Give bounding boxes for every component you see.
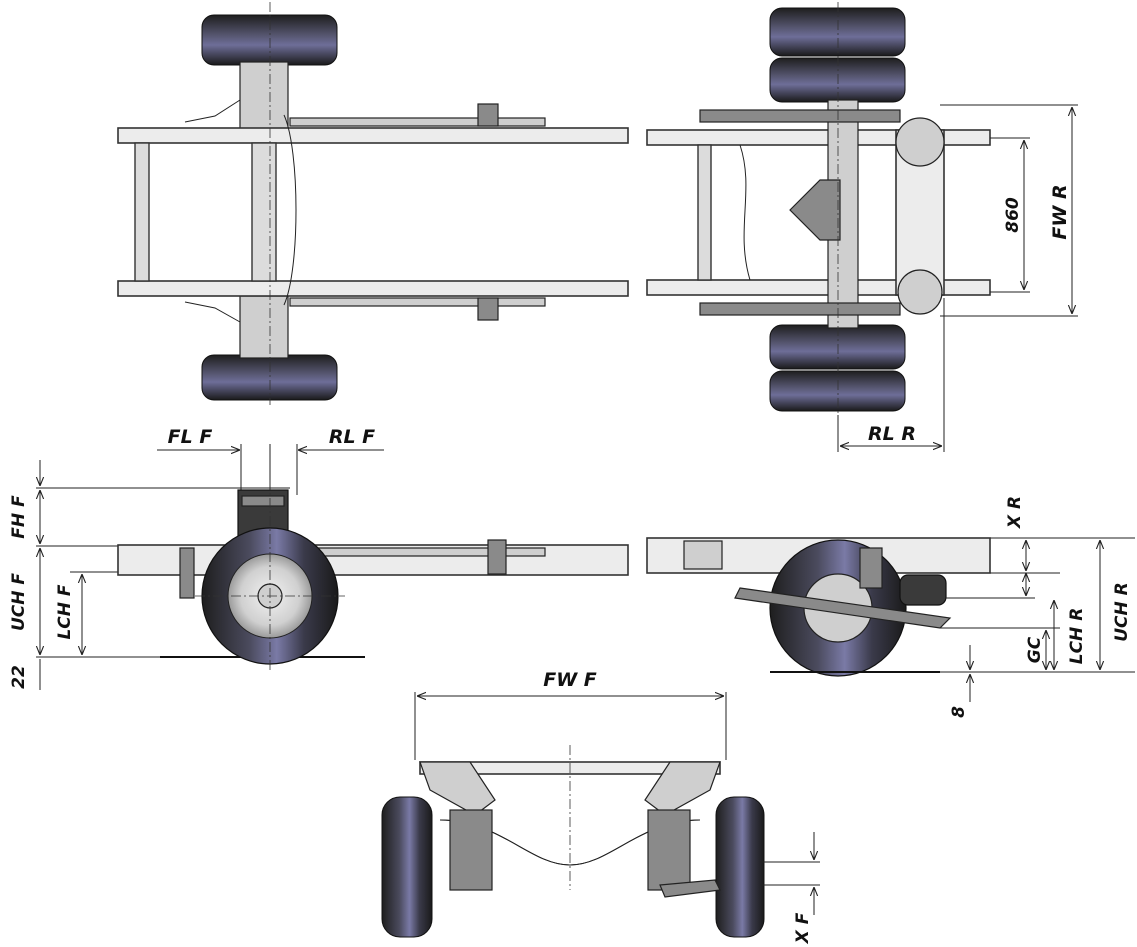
- label-lch-r: LCH R: [1067, 608, 1087, 665]
- differential: [789, 179, 841, 241]
- rear-wheel-top-outer: [769, 7, 906, 57]
- front-shock-top: [289, 117, 546, 127]
- air-bag-bottom: [897, 269, 943, 315]
- label-rl-r: RL R: [868, 423, 916, 445]
- front-hub-top: [239, 61, 289, 131]
- front-shock-side: [304, 547, 546, 557]
- shock-mount-top: [477, 103, 499, 127]
- steering-link-bottom: [184, 301, 241, 323]
- label-fw-f: FW F: [543, 669, 597, 691]
- front-view-tower-left: [419, 761, 496, 816]
- label-fw-r: FW R: [1049, 184, 1071, 239]
- label-fh-f: FH F: [9, 495, 29, 539]
- label-860: 860: [1003, 197, 1023, 233]
- front-hub-bottom: [239, 295, 289, 359]
- front-view-wheel-left: [381, 796, 433, 938]
- front-wheel-top: [201, 14, 338, 66]
- rear-crossmember: [697, 144, 712, 281]
- front-spring-cap: [241, 495, 285, 507]
- rear-wheel-bottom-outer: [769, 370, 906, 412]
- label-rl-f: RL F: [329, 426, 375, 448]
- rear-wheel-bottom-inner: [769, 324, 906, 370]
- label-uch-f: UCH F: [9, 573, 29, 631]
- front-view-knuckle-left: [449, 809, 493, 891]
- steering-link-top: [184, 99, 241, 123]
- front-side-view: FL F RL F FH F UCH F LCH F 22: [9, 426, 629, 690]
- stabilizer-bar: [739, 144, 751, 281]
- label-22: 22: [9, 665, 29, 689]
- rear-bracket-box: [683, 540, 723, 570]
- front-crossmember: [134, 142, 150, 282]
- front-axle-beam: [251, 142, 277, 282]
- front-view-wheel-right: [715, 796, 765, 938]
- front-shock-mount: [487, 539, 507, 575]
- rear-wheel-top-inner: [769, 57, 906, 103]
- rear-side-view: X R UCH R LCH R GC 8: [646, 496, 1135, 718]
- label-x-r: X R: [1005, 496, 1025, 529]
- rear-air-bag-side: [899, 574, 947, 606]
- label-x-f: X F: [793, 912, 813, 944]
- front-tie-rod: [283, 114, 297, 306]
- rear-plan-view: 860 FW R RL R: [646, 2, 1078, 452]
- front-rail-bottom: [117, 280, 629, 297]
- front-plan-view: [117, 2, 629, 405]
- front-wheel-bottom: [201, 354, 338, 401]
- label-lch-f: LCH F: [55, 584, 75, 639]
- front-bracket: [179, 547, 195, 599]
- trailing-arm-bottom: [699, 302, 901, 316]
- label-gc: GC: [1025, 636, 1045, 663]
- label-fl-f: FL F: [168, 426, 213, 448]
- label-uch-r: UCH R: [1112, 582, 1132, 642]
- front-view-knuckle-right: [647, 809, 691, 891]
- rear-shock-side: [859, 547, 883, 589]
- shock-mount-bottom: [477, 297, 499, 321]
- trailing-arm-top: [699, 109, 901, 123]
- front-rail-top: [117, 127, 629, 144]
- front-shock-bottom: [289, 297, 546, 307]
- front-axle-front-view: FW F X F: [381, 669, 820, 944]
- front-view-tower-right: [644, 761, 721, 816]
- label-8: 8: [949, 706, 969, 718]
- air-bag-top: [895, 117, 945, 167]
- front-view-steering-arm: [659, 879, 721, 898]
- rear-axle: [827, 99, 859, 329]
